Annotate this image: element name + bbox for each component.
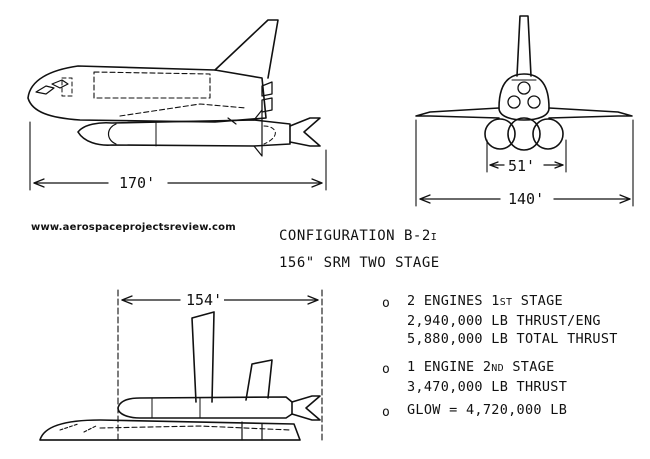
spec-bullet-2: o <box>382 362 390 377</box>
spec-bullet-3: o <box>382 405 390 420</box>
configuration-title: CONFIGURATION B-2I <box>279 228 437 244</box>
spec-item-2: 1 ENGINE 2ND STAGE 3,470,000 LB THRUST <box>407 358 567 396</box>
watermark: www.aerospaceprojectsreview.com <box>31 222 236 233</box>
side-length-label: 170' <box>117 174 158 192</box>
spec-1-line-1-tail: STAGE <box>512 293 563 309</box>
spec-1-line-3: 5,880,000 LB TOTAL THRUST <box>407 331 618 347</box>
configuration-title-sub: I <box>430 232 438 243</box>
front-spacing-label: 51' <box>506 157 538 175</box>
spec-1-line-1-sup: ST <box>499 297 513 308</box>
spec-item-3: GLOW = 4,720,000 LB <box>407 401 567 419</box>
spec-bullet-1: o <box>382 296 390 311</box>
spec-3-line-1: GLOW = 4,720,000 LB <box>407 402 568 418</box>
spec-1-line-1-text: 2 ENGINES 1 <box>407 293 500 309</box>
launch-length-label: 154' <box>184 291 225 309</box>
spec-2-line-1-sup: ND <box>491 363 504 374</box>
spec-1-line-2: 2,940,000 LB THRUST/ENG <box>407 313 601 329</box>
configuration-subtitle: 156" SRM TWO STAGE <box>279 255 440 271</box>
side-view <box>27 19 327 191</box>
spec-item-1: 2 ENGINES 1ST STAGE 2,940,000 LB THRUST/… <box>407 292 618 348</box>
spec-1-line-1: 2 ENGINES 1ST STAGE <box>407 292 618 312</box>
front-view <box>415 15 634 207</box>
spec-2-line-1-text: 1 ENGINE 2 <box>407 359 492 375</box>
spec-2-line-2: 3,470,000 LB THRUST <box>407 379 568 395</box>
launch-view <box>39 289 323 441</box>
front-span-label: 140' <box>506 190 547 208</box>
spec-2-line-1-tail: STAGE <box>503 359 555 375</box>
spec-2-line-1: 1 ENGINE 2ND STAGE <box>407 358 567 378</box>
configuration-title-text: CONFIGURATION B-2 <box>279 228 431 244</box>
